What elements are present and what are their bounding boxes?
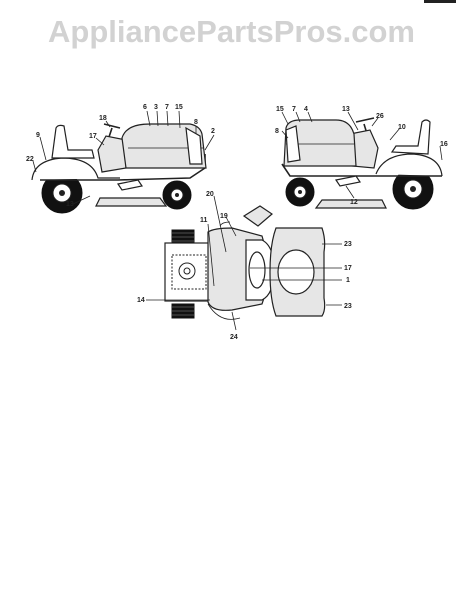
callout-left-13: 13 — [66, 201, 74, 208]
right-tractor-rear-fender — [375, 153, 443, 177]
top-view-steering-wheel — [242, 205, 273, 227]
right-tractor-hood — [283, 119, 357, 167]
left-tractor: 6 3 7 15 8 2 18 17 9 22 13 — [26, 104, 215, 214]
right-tractor-steering-wheel — [355, 117, 375, 123]
top-view-tractor: 20 19 11 23 17 1 14 23 24 — [137, 191, 352, 341]
left-tractor-mower-deck — [95, 197, 168, 207]
callout-left-9: 9 — [36, 132, 40, 139]
callout-right-15: 15 — [276, 106, 284, 113]
callout-right-26: 26 — [376, 113, 384, 120]
callout-right-10: 10 — [398, 124, 406, 131]
callout-right-8: 8 — [275, 128, 279, 135]
right-tractor: 15 7 4 13 26 8 10 16 12 — [275, 106, 448, 210]
callout-top-23a: 23 — [344, 241, 352, 248]
left-tractor-hood — [121, 123, 207, 169]
callout-left-18: 18 — [99, 115, 107, 122]
callout-top-17: 17 — [344, 265, 352, 272]
right-tractor-seat — [390, 119, 431, 155]
callout-right-16: 16 — [440, 141, 448, 148]
callout-top-19: 19 — [220, 213, 228, 220]
callout-right-4: 4 — [304, 106, 308, 113]
callout-left-2: 2 — [211, 128, 215, 135]
right-tractor-mower-deck — [314, 199, 387, 209]
callout-left-22: 22 — [26, 156, 34, 163]
callout-top-20: 20 — [206, 191, 214, 198]
watermark: AppliancePartsPros.com — [48, 14, 415, 49]
callout-top-23b: 23 — [344, 303, 352, 310]
top-edge-bar — [424, 0, 456, 3]
callout-left-15: 15 — [175, 104, 183, 111]
left-tractor-steering-wheel — [103, 123, 121, 129]
callout-top-24: 24 — [230, 334, 238, 341]
callout-top-14: 14 — [137, 297, 145, 304]
left-tractor-seat — [51, 124, 95, 159]
callout-right-13: 13 — [342, 106, 350, 113]
callout-left-6: 6 — [143, 104, 147, 111]
callout-left-8: 8 — [194, 119, 198, 126]
callout-left-17: 17 — [89, 133, 97, 140]
callout-top-1: 1 — [346, 277, 350, 284]
callout-right-7: 7 — [292, 106, 296, 113]
callout-top-11: 11 — [200, 217, 208, 224]
callout-left-7: 7 — [165, 104, 169, 111]
callout-left-3: 3 — [154, 104, 158, 111]
callout-right-12: 12 — [350, 199, 358, 206]
